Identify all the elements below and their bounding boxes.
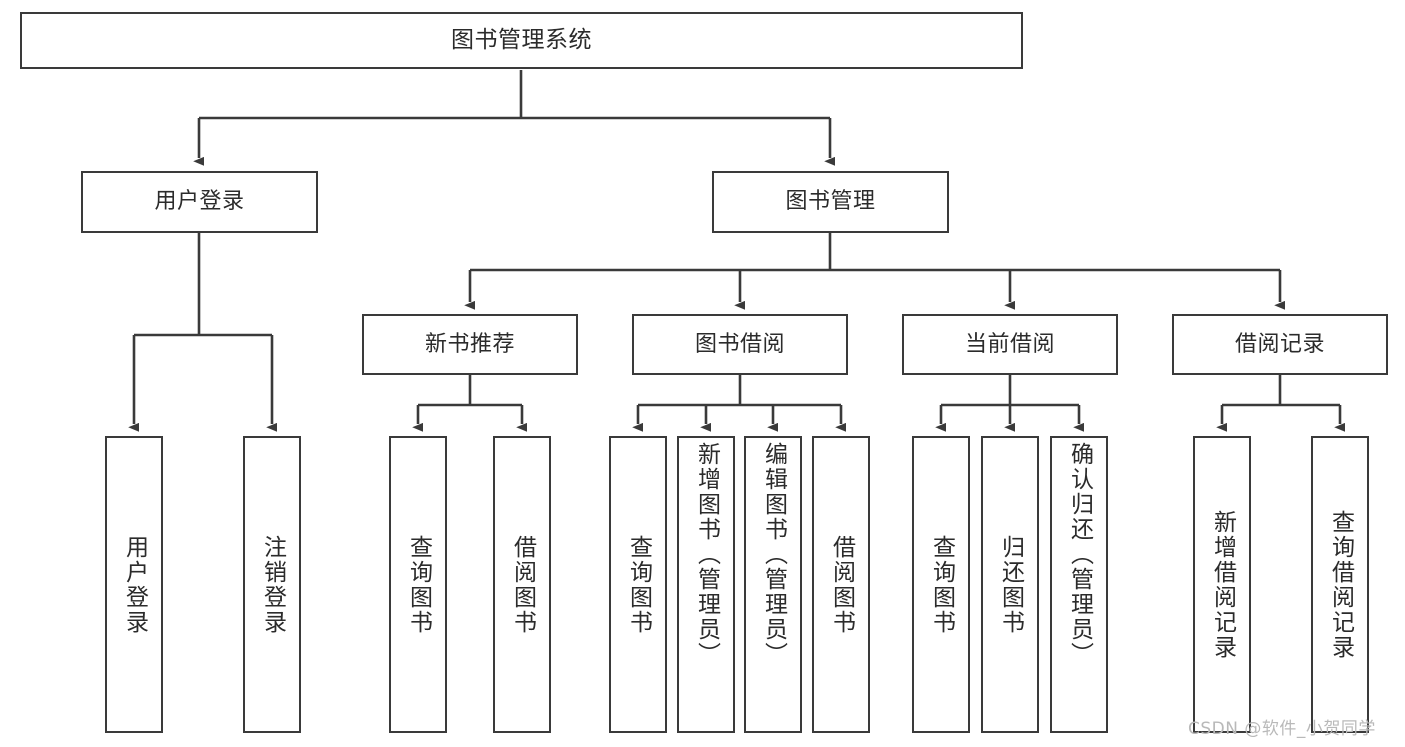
node-label: 查询借阅记录 (1327, 509, 1354, 660)
watermark: CSDN @软件_小贺同学 (1188, 719, 1376, 739)
node-label: 注销登录 (259, 534, 286, 635)
node-label: 查询图书 (928, 534, 955, 635)
node-label: 编辑图书（管理员） (760, 442, 787, 667)
node-label: 查询图书 (405, 534, 432, 635)
node-label: 用户登录 (121, 534, 148, 635)
node-leaf-logout[interactable]: 注销登录 (243, 436, 301, 733)
node-label: 图书管理 (785, 189, 876, 215)
node-label: 确认归还（管理员） (1066, 442, 1093, 667)
node-label: 新增借阅记录 (1209, 509, 1236, 660)
node-book-borrow[interactable]: 图书借阅 (632, 314, 848, 375)
node-leaf-query-book-recommend[interactable]: 查询图书 (389, 436, 447, 733)
node-label: 图书借阅 (694, 331, 785, 357)
node-label: 归还图书 (997, 534, 1024, 635)
node-leaf-add-borrow-record[interactable]: 新增借阅记录 (1193, 436, 1251, 733)
node-leaf-query-book-current[interactable]: 查询图书 (912, 436, 970, 733)
node-label: 图书管理系统 (451, 27, 592, 54)
node-current-borrow[interactable]: 当前借阅 (902, 314, 1118, 375)
node-label: 新增图书（管理员） (693, 442, 720, 667)
node-leaf-return-book[interactable]: 归还图书 (981, 436, 1039, 733)
node-label: 当前借阅 (964, 331, 1055, 357)
node-label: 查询图书 (625, 534, 652, 635)
node-borrow-record[interactable]: 借阅记录 (1172, 314, 1388, 375)
node-label: 借阅图书 (828, 534, 855, 635)
node-leaf-user-login[interactable]: 用户登录 (105, 436, 163, 733)
node-leaf-query-borrow-record[interactable]: 查询借阅记录 (1311, 436, 1369, 733)
node-leaf-borrow-book-recommend[interactable]: 借阅图书 (493, 436, 551, 733)
node-label: 借阅图书 (509, 534, 536, 635)
node-leaf-edit-book-admin[interactable]: 编辑图书（管理员） (744, 436, 802, 733)
node-label: 新书推荐 (424, 331, 515, 357)
node-book-management[interactable]: 图书管理 (712, 171, 949, 233)
node-leaf-add-book-admin[interactable]: 新增图书（管理员） (677, 436, 735, 733)
node-label: 用户登录 (154, 189, 245, 215)
node-leaf-query-book-borrow[interactable]: 查询图书 (609, 436, 667, 733)
node-leaf-confirm-return-admin[interactable]: 确认归还（管理员） (1050, 436, 1108, 733)
node-root-book-management-system[interactable]: 图书管理系统 (20, 12, 1023, 69)
node-label: 借阅记录 (1234, 331, 1325, 357)
node-new-book-recommend[interactable]: 新书推荐 (362, 314, 578, 375)
node-leaf-borrow-book[interactable]: 借阅图书 (812, 436, 870, 733)
node-user-login[interactable]: 用户登录 (81, 171, 318, 233)
